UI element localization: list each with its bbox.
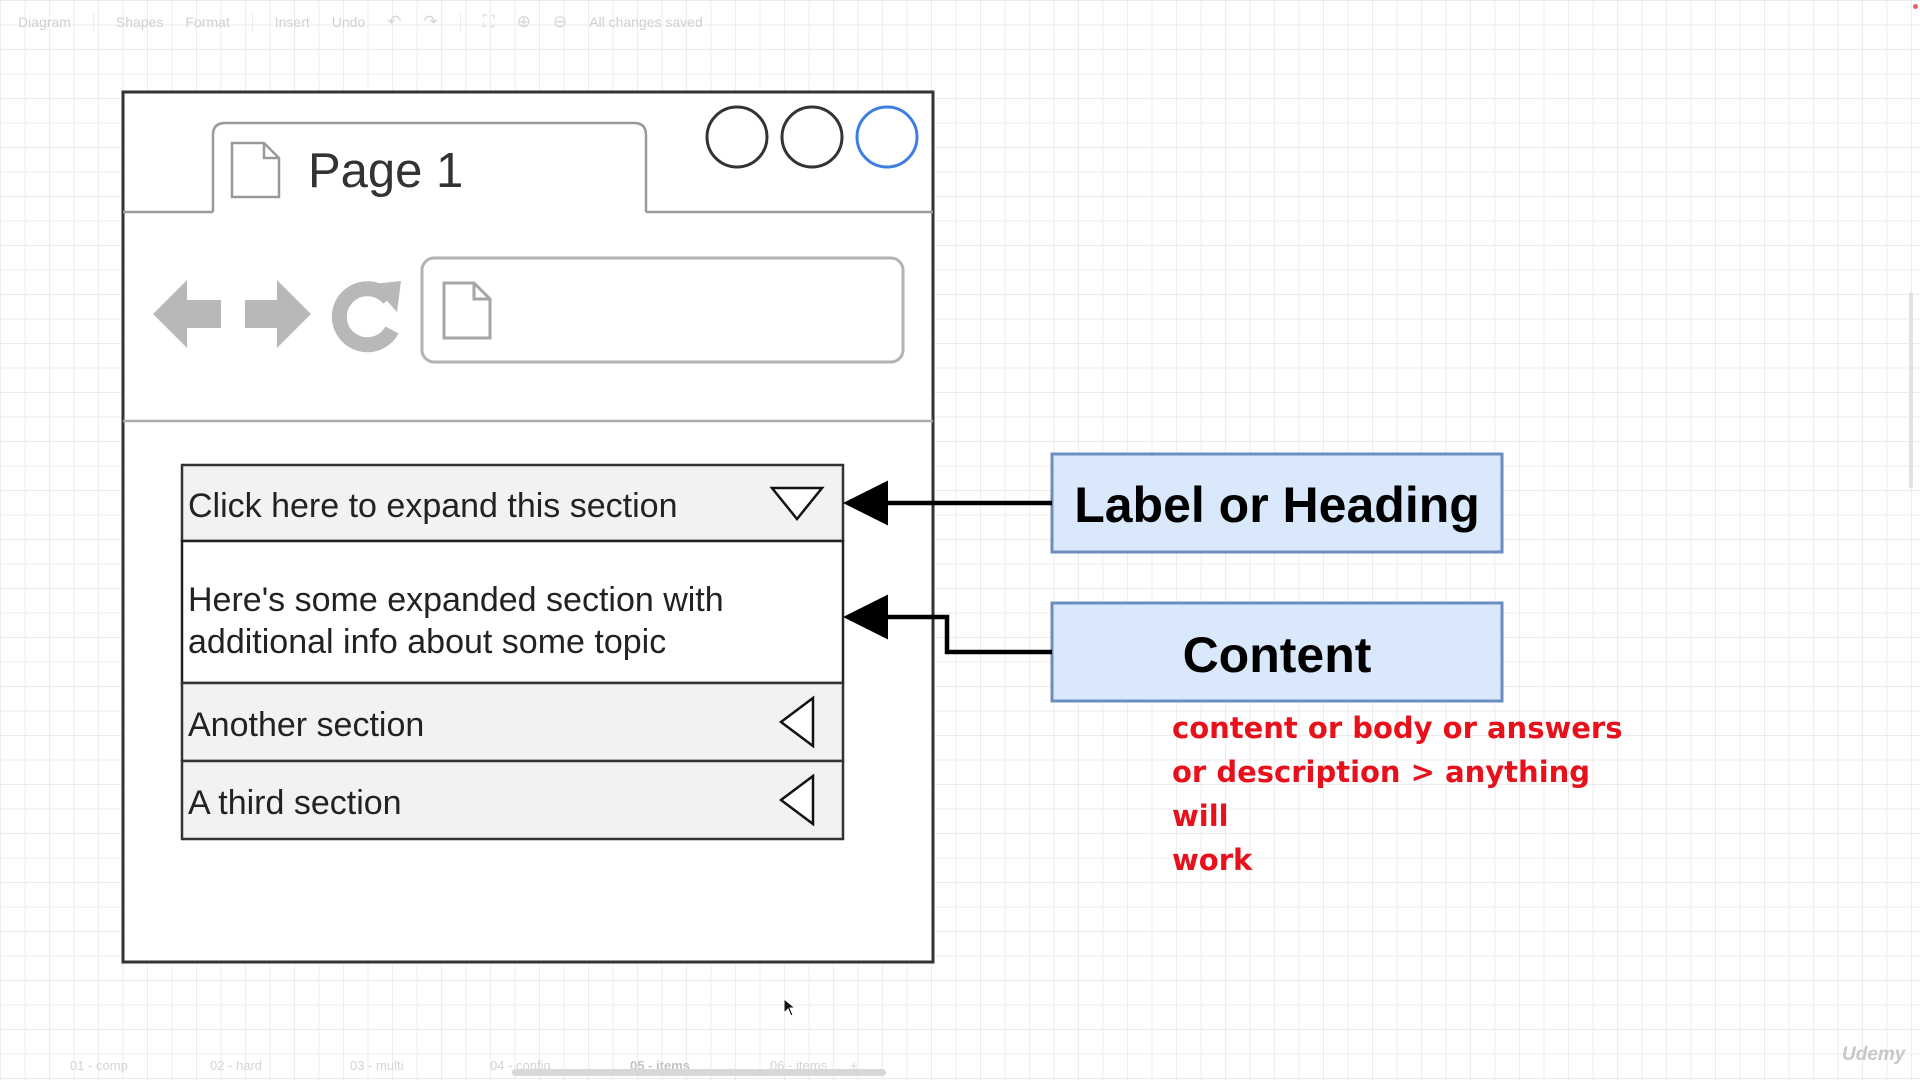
add-page-icon[interactable]: + <box>850 1057 858 1073</box>
editor-toolbar: Diagram Shapes Format Insert Undo ↶ ↷ ⛶ … <box>0 0 1920 44</box>
page-tab[interactable]: 01 - comp <box>70 1057 128 1073</box>
shapes-button[interactable]: Shapes <box>115 14 164 30</box>
chevron-left-icon[interactable] <box>778 695 815 749</box>
annotation-note-line: content or body or answers <box>1172 711 1623 745</box>
window-control-circle[interactable] <box>705 105 769 169</box>
chevron-left-icon[interactable] <box>778 773 815 827</box>
accordion-header-expanded[interactable] <box>180 463 845 543</box>
content-callout-text: Content <box>1183 627 1372 683</box>
chevron-down-icon[interactable] <box>769 486 825 521</box>
redo-icon[interactable]: ↷ <box>423 12 438 31</box>
page-tab-active[interactable]: 05 - items <box>630 1057 690 1073</box>
save-status: All changes saved <box>589 14 703 30</box>
forward-arrow-icon[interactable] <box>245 280 311 348</box>
page-tabs-bar: 01 - comp 02 - hard 03 - multi 04 - conf… <box>0 1050 1900 1080</box>
horizontal-scrollbar[interactable] <box>512 1069 886 1076</box>
label-heading-callout[interactable] <box>1050 452 1504 554</box>
toolbar-divider <box>251 13 253 31</box>
page-tab[interactable]: 06 - items <box>770 1057 828 1073</box>
tab-page-icon <box>230 141 281 199</box>
insert-button[interactable]: Insert <box>274 14 310 30</box>
accordion-section-label: Another section <box>188 706 424 744</box>
address-bar[interactable] <box>420 256 905 364</box>
browser-tab[interactable] <box>211 121 648 212</box>
window-control-circle[interactable] <box>780 105 844 169</box>
accordion-section-collapsed[interactable] <box>180 759 845 841</box>
notification-dot <box>1913 4 1918 9</box>
content-callout[interactable] <box>1050 601 1504 703</box>
format-button[interactable]: Format <box>185 14 230 30</box>
refresh-icon[interactable] <box>331 281 401 353</box>
annotation-note-line: or description > anything will <box>1172 755 1591 833</box>
page-tab[interactable]: 03 - multi <box>350 1057 404 1073</box>
address-page-icon <box>442 281 492 340</box>
window-control-circle-selected[interactable] <box>855 105 919 169</box>
diagram-menu[interactable]: Diagram <box>18 14 71 30</box>
undo-label[interactable]: Undo <box>331 14 366 30</box>
undo-icon[interactable]: ↶ <box>387 12 402 31</box>
zoom-in-icon[interactable]: ⊕ <box>516 12 531 31</box>
vertical-scrollbar[interactable] <box>1909 292 1913 488</box>
accordion-header-label: Click here to expand this section <box>188 487 677 525</box>
page-tab[interactable]: 04 - config <box>490 1057 551 1073</box>
zoom-out-icon[interactable]: ⊖ <box>552 12 568 31</box>
toolbar-divider <box>459 13 461 31</box>
fullscreen-icon[interactable]: ⛶ <box>482 12 495 31</box>
accordion-content-line: Here's some expanded section with <box>188 581 724 619</box>
annotation-note: content or body or answers or descriptio… <box>1172 706 1632 882</box>
mouse-cursor-icon <box>783 998 797 1017</box>
content-connector-arrow[interactable] <box>843 594 1052 655</box>
label-heading-text: Label or Heading <box>1074 477 1480 533</box>
accordion-section-label: A third section <box>188 784 402 822</box>
accordion-content-line: additional info about some topic <box>188 623 666 661</box>
annotation-note-line: work <box>1172 843 1253 877</box>
back-arrow-icon[interactable] <box>153 280 221 348</box>
tab-title: Page 1 <box>308 144 463 198</box>
accordion-content-panel <box>180 539 845 685</box>
udemy-watermark: Udemy <box>1842 1044 1906 1065</box>
toolbar-divider <box>92 13 94 31</box>
page-tab[interactable]: 02 - hard <box>210 1057 263 1073</box>
